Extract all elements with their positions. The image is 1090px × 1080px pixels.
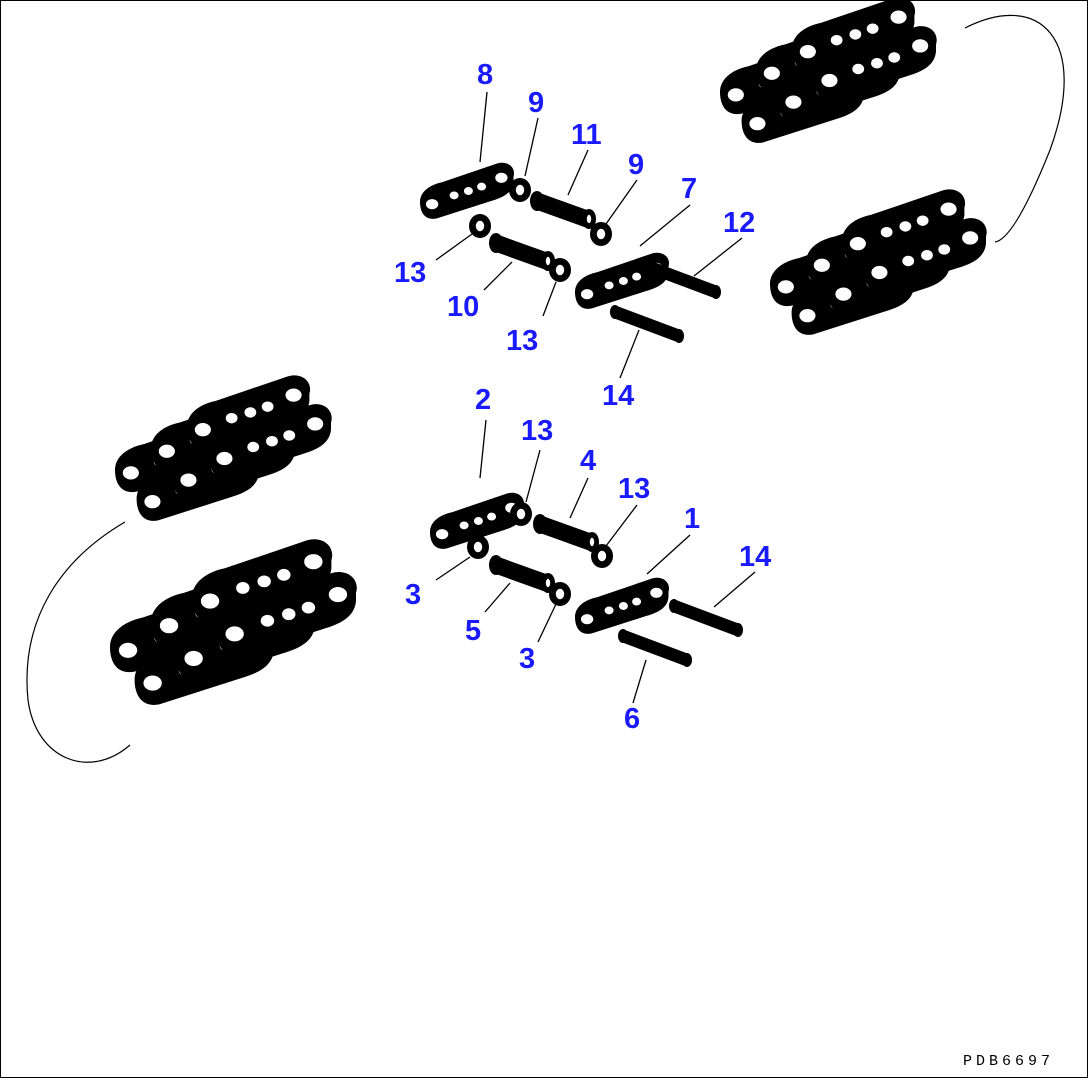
callout-13: 13 <box>521 415 553 447</box>
callout-1: 1 <box>684 503 700 535</box>
callout-5: 5 <box>465 615 481 647</box>
callout-12: 12 <box>723 207 755 239</box>
callout-6: 6 <box>624 703 640 735</box>
callout-9: 9 <box>628 149 644 181</box>
drawing-code-label: PDB6697 <box>962 1053 1054 1070</box>
link-part-1 <box>574 577 670 635</box>
callout-4: 4 <box>580 445 596 477</box>
callout-11: 11 <box>571 119 602 151</box>
connector-line-bottom-left <box>26 521 131 763</box>
callout-7: 7 <box>681 173 697 205</box>
chain-assembly-top-right-lower <box>770 189 987 335</box>
callout-13: 13 <box>394 257 426 289</box>
ring-part-3-left <box>466 534 490 560</box>
seal-part-9-left <box>508 177 532 203</box>
connector-line-top-right <box>964 14 1065 243</box>
link-part-7 <box>574 252 670 310</box>
chain-assembly-top-right-upper <box>720 0 937 143</box>
callout-2: 2 <box>475 384 491 416</box>
link-part-8 <box>419 162 515 220</box>
bushing-part-10 <box>488 232 556 272</box>
ring-part-13-upper-left <box>468 213 492 239</box>
callout-9: 9 <box>528 87 544 119</box>
callout-13: 13 <box>618 473 650 505</box>
bushing-part-4 <box>532 513 600 553</box>
pin-part-14-lower <box>669 599 743 637</box>
chain-assembly-bottom-left-lower <box>110 539 357 705</box>
bushing-part-11 <box>529 190 597 230</box>
pin-part-6 <box>618 629 692 667</box>
bushing-part-5 <box>488 554 556 594</box>
leader-lines <box>435 91 756 704</box>
callout-14: 14 <box>739 541 771 573</box>
callout-3: 3 <box>405 579 421 611</box>
callout-8: 8 <box>477 59 493 91</box>
callout-3: 3 <box>519 643 535 675</box>
chain-assembly-bottom-left-upper <box>115 375 332 521</box>
callout-13: 13 <box>506 325 538 357</box>
callout-14: 14 <box>602 380 634 412</box>
callout-10: 10 <box>447 291 479 323</box>
pin-part-14-upper <box>610 305 684 343</box>
ring-part-13-lower-left <box>509 501 533 527</box>
